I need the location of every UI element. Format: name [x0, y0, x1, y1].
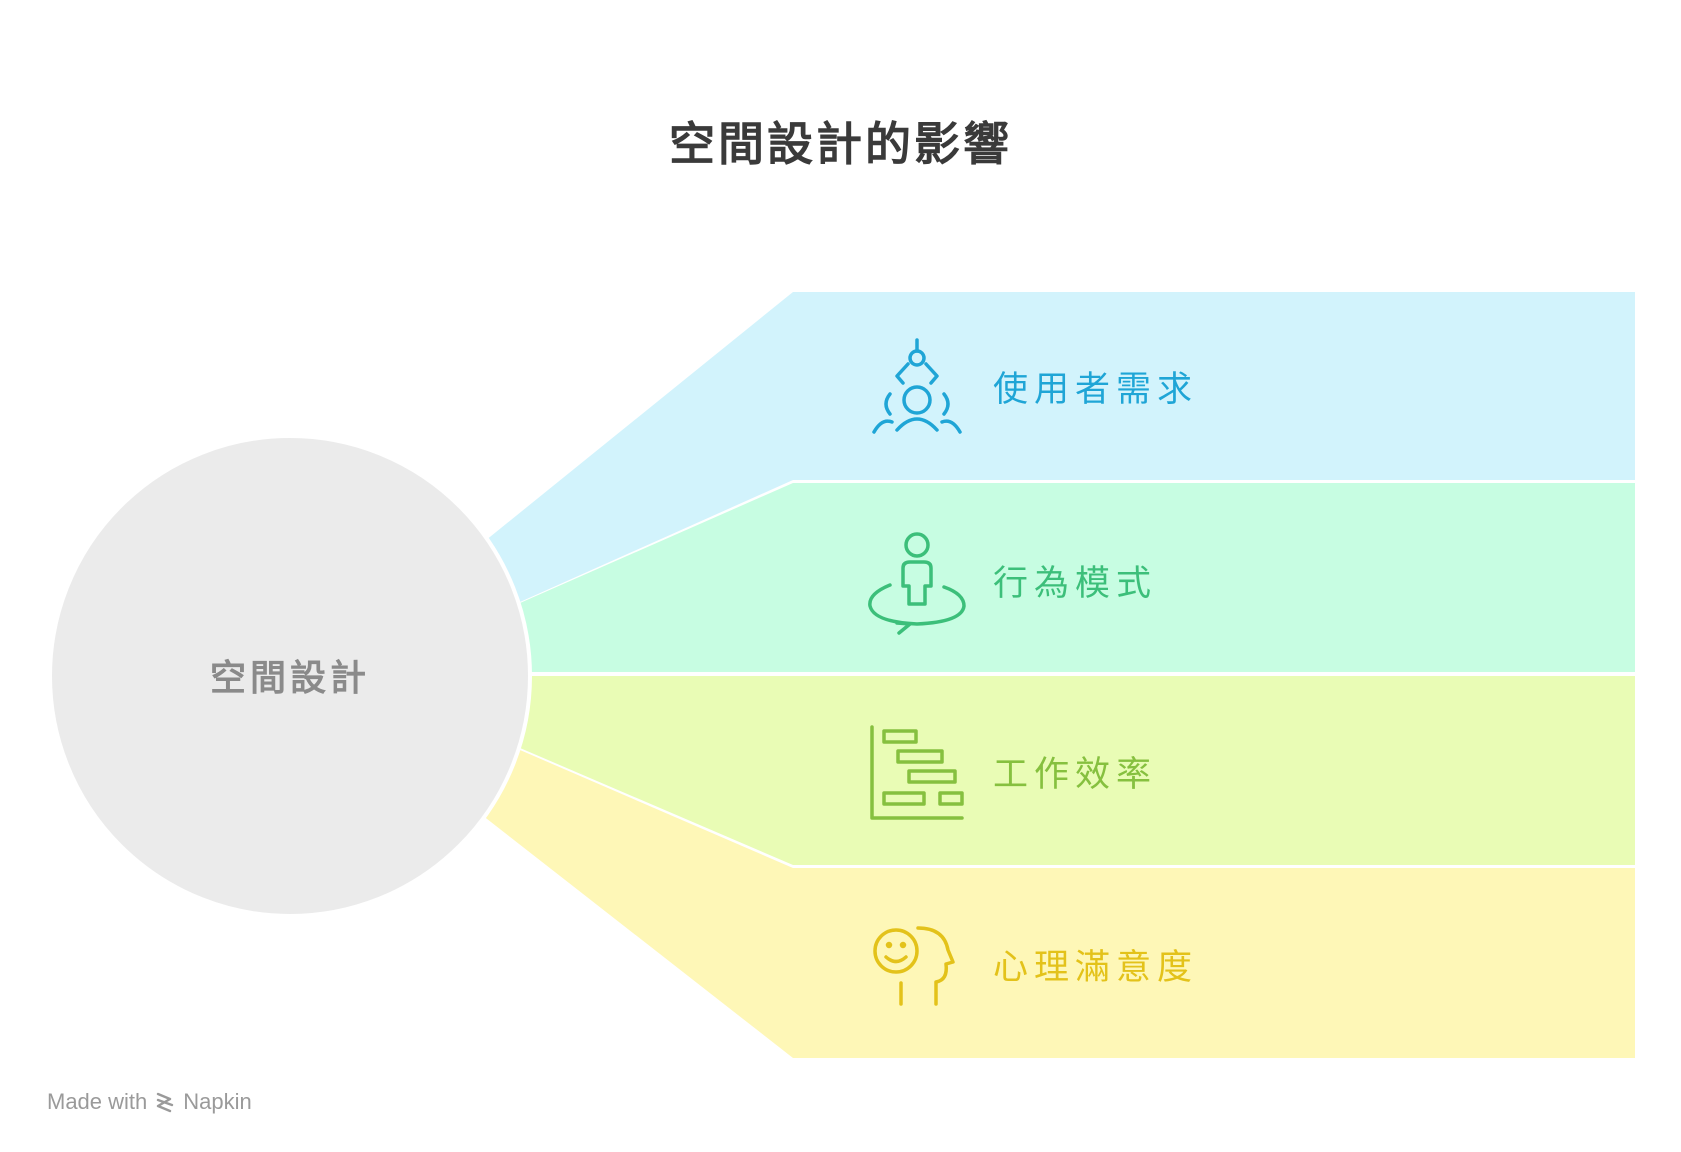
- napkin-brand-text: Napkin: [183, 1089, 252, 1114]
- user-needs-icon: [872, 338, 962, 434]
- gantt-efficiency-icon: [870, 725, 964, 820]
- band-user-needs: [480, 292, 1635, 602]
- item-label-satisfaction: 心理滿意度: [993, 948, 1199, 988]
- band-satisfaction: [482, 750, 1635, 1058]
- band-behavior: [520, 483, 1635, 672]
- band-efficiency: [520, 676, 1635, 865]
- item-label-behavior: 行為模式: [993, 564, 1158, 604]
- center-label: 空間設計: [209, 657, 370, 699]
- center-circle: [48, 434, 532, 918]
- item-label-user-needs: 使用者需求: [993, 370, 1199, 410]
- satisfaction-head-icon: [873, 926, 955, 1006]
- napkin-logo-icon: [157, 1092, 174, 1113]
- made-with-text: Made with: [47, 1089, 148, 1114]
- movement-pattern-icon: [868, 532, 966, 635]
- page-title: 空間設計的影響: [669, 117, 1012, 171]
- footer-attribution[interactable]: Made with Napkin: [47, 1089, 252, 1115]
- item-label-efficiency: 工作效率: [993, 755, 1158, 795]
